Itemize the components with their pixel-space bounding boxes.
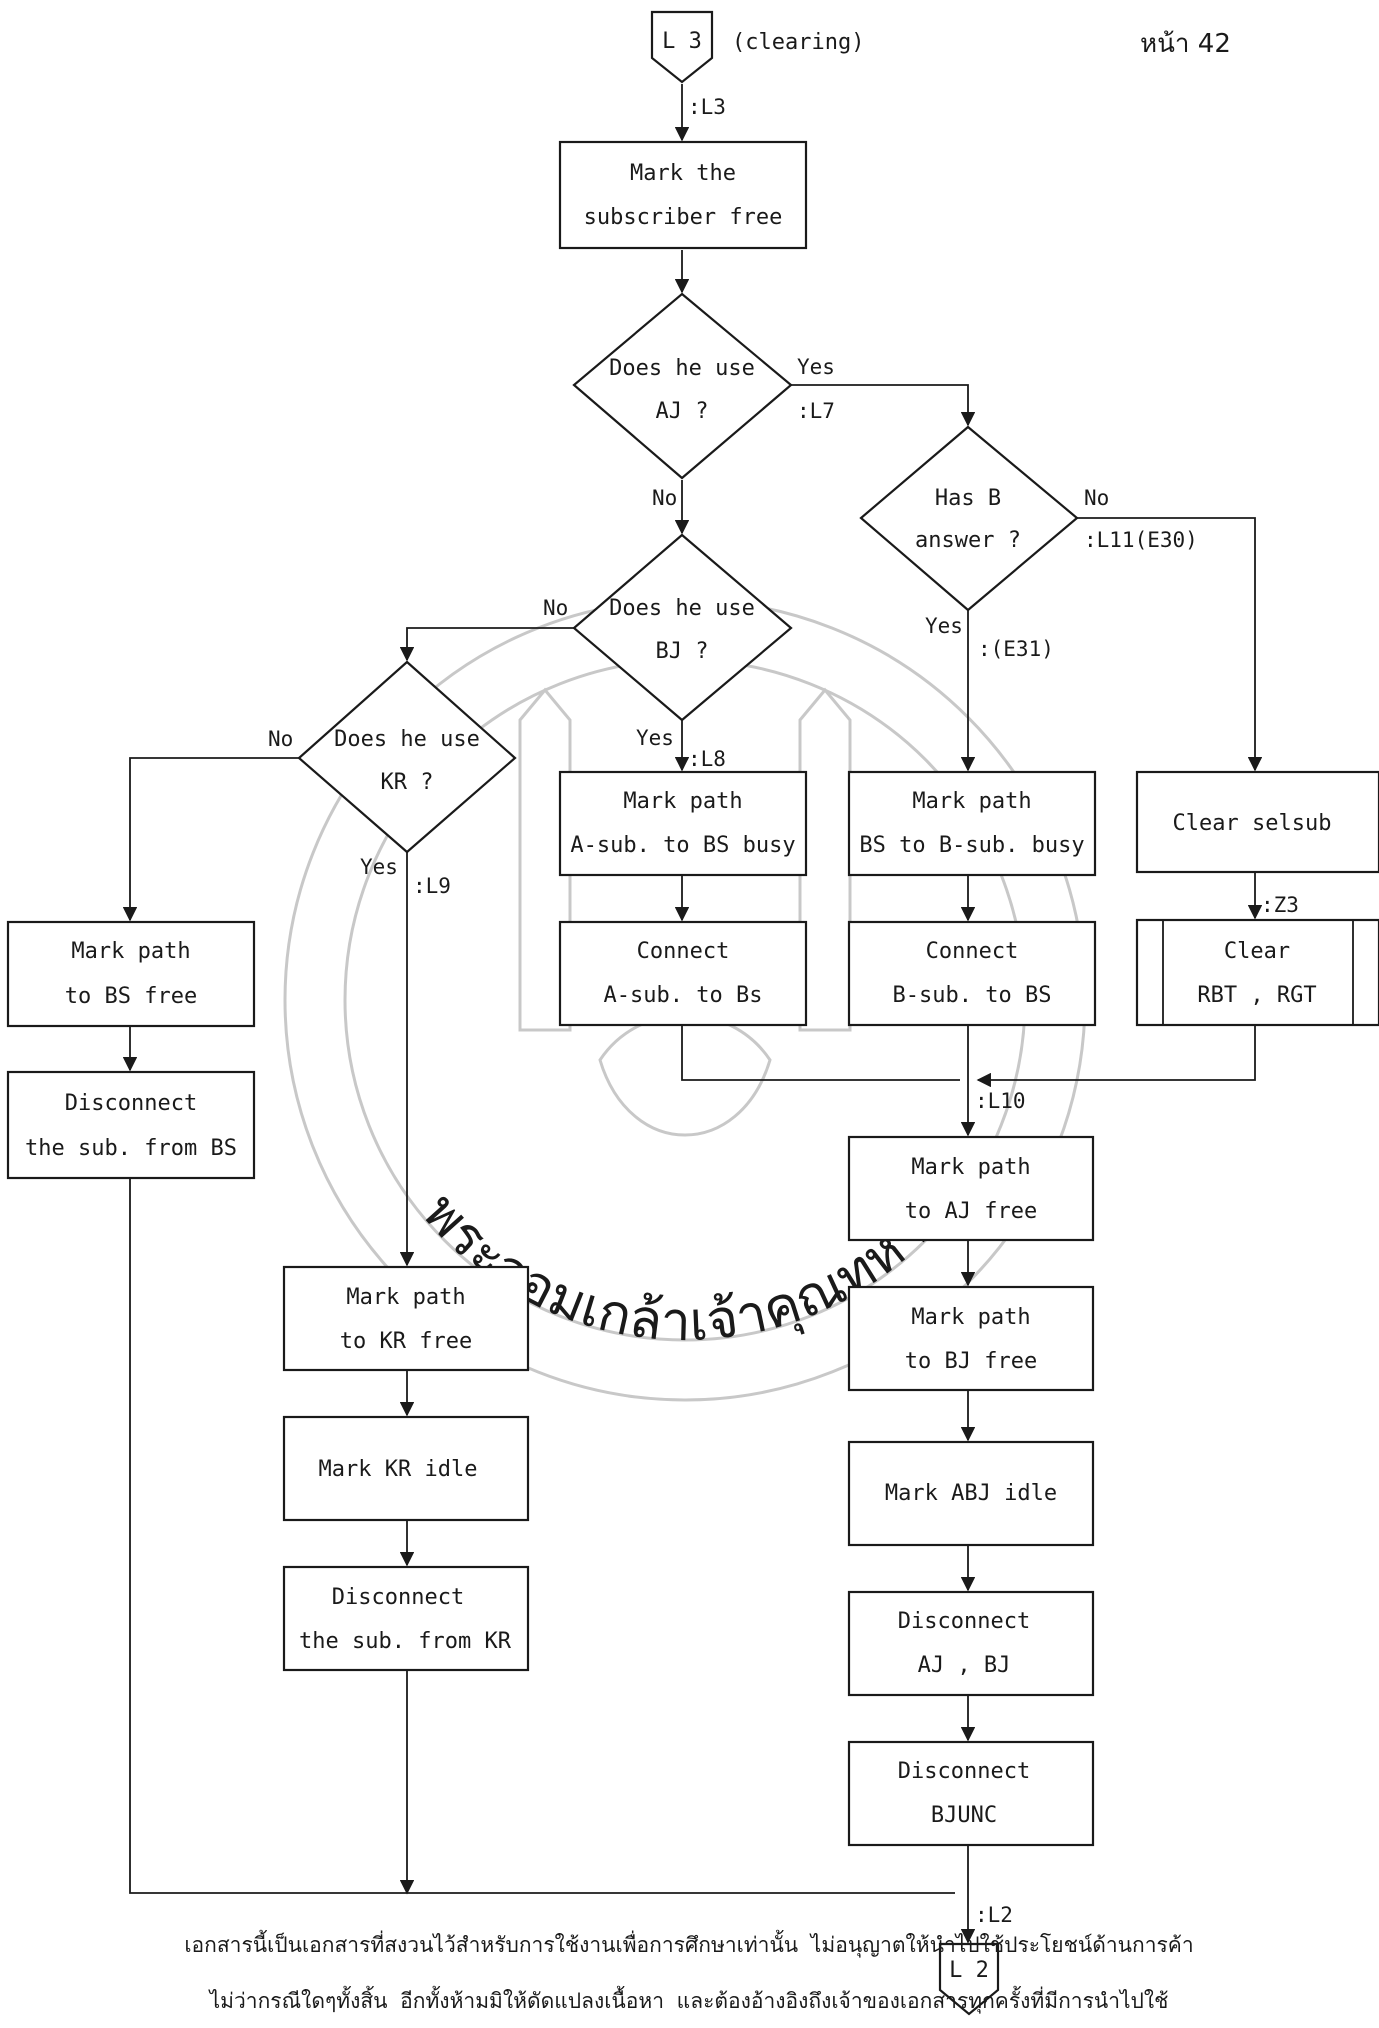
node-text-line: Mark path: [911, 1305, 1030, 1330]
node-text-line: Mark path: [912, 789, 1031, 814]
node-text-line: to BJ free: [905, 1349, 1037, 1374]
node-text-line: BJ ?: [656, 639, 709, 664]
edge-label-z3: :Z3: [1261, 893, 1299, 917]
edge-label-no-bj: No: [543, 596, 568, 620]
edge-label-no-b: No: [1084, 486, 1109, 510]
edge-label-l3: :L3: [688, 95, 726, 119]
process-mark-kr-idle: Mark KR idle: [282, 1415, 530, 1522]
node-text-line: Mark ABJ idle: [885, 1481, 1057, 1506]
node-text-line: Does he use: [334, 727, 480, 752]
decision-use-bj: Does he use BJ ?: [572, 533, 793, 722]
node-text-line: answer ?: [915, 528, 1021, 553]
edge-label-l11: :L11(E30): [1084, 528, 1198, 552]
process-mark-bs-b-busy: Mark path BS to B-sub. busy: [847, 770, 1097, 877]
process-connect-a: Connect A-sub. to Bs: [558, 920, 808, 1027]
node-text-line: AJ ?: [656, 399, 709, 424]
edge-label-yes-aj: Yes: [797, 355, 835, 379]
node-text-line: Mark path: [71, 939, 190, 964]
watermark-footer-line-2: ไม่ว่ากรณีใดๆทั้งสิ้น อีกทั้งห้ามมิให้ดั…: [208, 1986, 1169, 2014]
node-text-line: Clear: [1224, 939, 1290, 964]
decision-use-kr: Does he use KR ?: [297, 660, 517, 854]
process-mark-subscriber-free: Mark the subscriber free: [558, 140, 808, 250]
edge-label-e31: :(E31): [978, 637, 1054, 661]
node-text-line: Disconnect: [898, 1759, 1030, 1784]
node-text-line: BJUNC: [931, 1803, 997, 1828]
node-text-line: RBT , RGT: [1197, 983, 1316, 1008]
edge-label-l2: :L2: [975, 1903, 1013, 1927]
flow-lines: [122, 84, 1263, 1944]
node-text-line: Disconnect: [65, 1091, 197, 1116]
node-text-line: Connect: [637, 939, 730, 964]
process-clear-selsub: Clear selsub: [1135, 770, 1379, 874]
node-text-line: BS to B-sub. busy: [859, 833, 1084, 858]
node-text-line: Does he use: [609, 356, 755, 381]
node-text-line: Mark path: [911, 1155, 1030, 1180]
watermark-footer-line-1: เอกสารนี้เป็นเอกสารที่สงวนไว้สำหรับการใช…: [184, 1930, 1193, 1958]
edge-label-l9: :L9: [413, 874, 451, 898]
node-text-line: KR ?: [381, 770, 434, 795]
decision-b-answer: Has B answer ?: [859, 425, 1079, 612]
node-text-line: to BS free: [65, 984, 197, 1009]
process-disconnect-bjunc: Disconnect BJUNC: [847, 1740, 1095, 1847]
process-mark-bj-free: Mark path to BJ free: [847, 1285, 1095, 1392]
process-disconnect-bs: Disconnect the sub. from BS: [6, 1070, 256, 1180]
end-connector: L 2: [938, 1942, 1000, 2016]
process-mark-a-bs-busy: Mark path A-sub. to BS busy: [558, 770, 808, 877]
edge-label-l7: :L7: [797, 399, 835, 423]
edge-label-no-kr: No: [268, 727, 293, 751]
node-text-line: Disconnect: [332, 1585, 464, 1610]
node-text-line: Mark path: [346, 1285, 465, 1310]
end-connector-label: L 2: [949, 1958, 989, 1983]
node-text-line: to AJ free: [905, 1199, 1037, 1224]
subroutine-clear-rbt-rgt: Clear RBT , RGT: [1135, 918, 1379, 1027]
process-mark-aj-free: Mark path to AJ free: [847, 1135, 1095, 1242]
edge-label-no-aj: No: [652, 486, 677, 510]
edge-labels: :L3 Yes :L7 No No :L11(E30) Yes :(E31) N…: [268, 95, 1299, 1927]
node-text-line: to KR free: [340, 1329, 472, 1354]
node-text-line: Mark path: [623, 789, 742, 814]
node-text-line: the sub. from KR: [299, 1629, 512, 1654]
process-mark-kr-free: Mark path to KR free: [282, 1265, 530, 1372]
start-connector-label: L 3: [662, 29, 702, 54]
node-text-line: Mark KR idle: [319, 1457, 478, 1482]
process-mark-abj-idle: Mark ABJ idle: [847, 1440, 1095, 1547]
node-text-line: the sub. from BS: [25, 1136, 237, 1161]
decision-use-aj: Does he use AJ ?: [572, 292, 793, 480]
node-text-line: subscriber free: [584, 205, 783, 230]
process-disconnect-kr: Disconnect the sub. from KR: [282, 1565, 530, 1672]
node-text-line: B-sub. to BS: [893, 983, 1052, 1008]
start-connector: L 3 (clearing): [650, 10, 864, 84]
edge-label-yes-b: Yes: [925, 614, 963, 638]
process-connect-b: Connect B-sub. to BS: [847, 920, 1097, 1027]
node-text-line: Clear selsub: [1173, 811, 1332, 836]
edge-label-yes-bj: Yes: [636, 726, 674, 750]
edge-label-yes-kr: Yes: [360, 855, 398, 879]
edge-label-l10: :L10: [975, 1089, 1026, 1113]
node-text-line: A-sub. to BS busy: [570, 833, 795, 858]
node-text-line: Mark the: [630, 161, 736, 186]
node-text-line: Does he use: [609, 596, 755, 621]
node-text-line: AJ , BJ: [918, 1653, 1011, 1678]
page-number: หน้า 42: [1140, 29, 1231, 59]
node-text-line: A-sub. to Bs: [604, 983, 763, 1008]
node-text-line: Connect: [926, 939, 1019, 964]
process-disconnect-aj-bj: Disconnect AJ , BJ: [847, 1590, 1095, 1697]
process-mark-bs-free: Mark path to BS free: [6, 920, 256, 1028]
start-connector-note: (clearing): [732, 30, 864, 55]
node-text-line: Has B: [935, 486, 1001, 511]
edge-label-l8: :L8: [688, 747, 726, 771]
node-text-line: Disconnect: [898, 1609, 1030, 1634]
